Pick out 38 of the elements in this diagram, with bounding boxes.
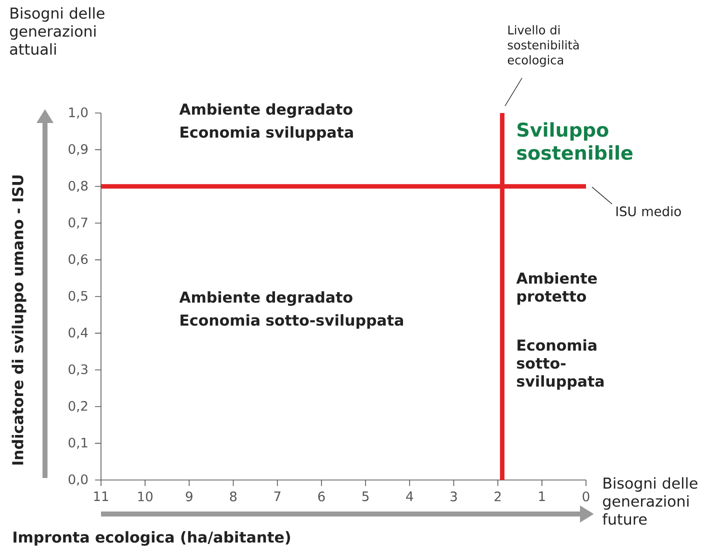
x-tick-label: 1	[539, 492, 545, 501]
axis-title: Impronta ecologica (ha/abitante)	[14, 531, 290, 546]
axis-title: Indicatore di sviluppo umano - ISU	[12, 175, 26, 465]
y-tick-label: 0,2	[68, 401, 88, 412]
quadrant-label: Ambiente degradato	[179, 291, 352, 306]
y-tick-label: 0,3	[68, 364, 88, 376]
y-tick-label: 0,8	[68, 180, 88, 192]
y-tick-label: 0,6	[68, 254, 88, 266]
y-tick-label: 0,5	[68, 290, 88, 302]
leader-line	[592, 186, 612, 204]
x-tick-label: 10	[138, 492, 152, 502]
quadrant-title: Sviluppo sostenibile	[517, 122, 632, 160]
x-tick-label: 2	[494, 492, 501, 502]
quadrant-label: Ambiente degradato	[179, 103, 352, 118]
x-tick-label: 5	[362, 492, 369, 502]
y-tick-label: 0,0	[68, 474, 88, 486]
axis-end-label: Bisogni delle generazioni attuali	[10, 7, 104, 55]
leader-line	[504, 78, 522, 106]
quadrant-label: Economia sotto-sviluppata	[180, 314, 404, 329]
axis-end-label: Bisogni delle generazioni future	[602, 477, 698, 525]
y-tick-label: 0,7	[68, 218, 88, 229]
y-tick-label: 0,4	[68, 328, 88, 339]
y-tick-label: 0,9	[68, 144, 88, 156]
x-tick-label: 11	[94, 492, 108, 501]
x-tick-label: 8	[230, 492, 237, 502]
x-tick-label: 4	[406, 492, 414, 501]
x-tick-label: 7	[274, 492, 280, 501]
y-tick-label: 0,1	[68, 438, 88, 449]
x-tick-label: 9	[186, 492, 192, 502]
annotation-text: Livello di sostenibilità ecologica	[508, 25, 579, 67]
x-tick-label: 3	[450, 492, 457, 502]
quadrant-label: Ambiente protetto	[516, 272, 597, 305]
annotation-text: ISU medio	[616, 206, 681, 216]
y-tick-label: 1,0	[69, 107, 88, 119]
quadrant-label: Economia sotto-sviluppata	[516, 339, 604, 390]
x-tick-label: 0	[582, 492, 590, 502]
quadrant-label: Economia sviluppata	[180, 126, 353, 141]
x-tick-label: 6	[318, 492, 325, 502]
